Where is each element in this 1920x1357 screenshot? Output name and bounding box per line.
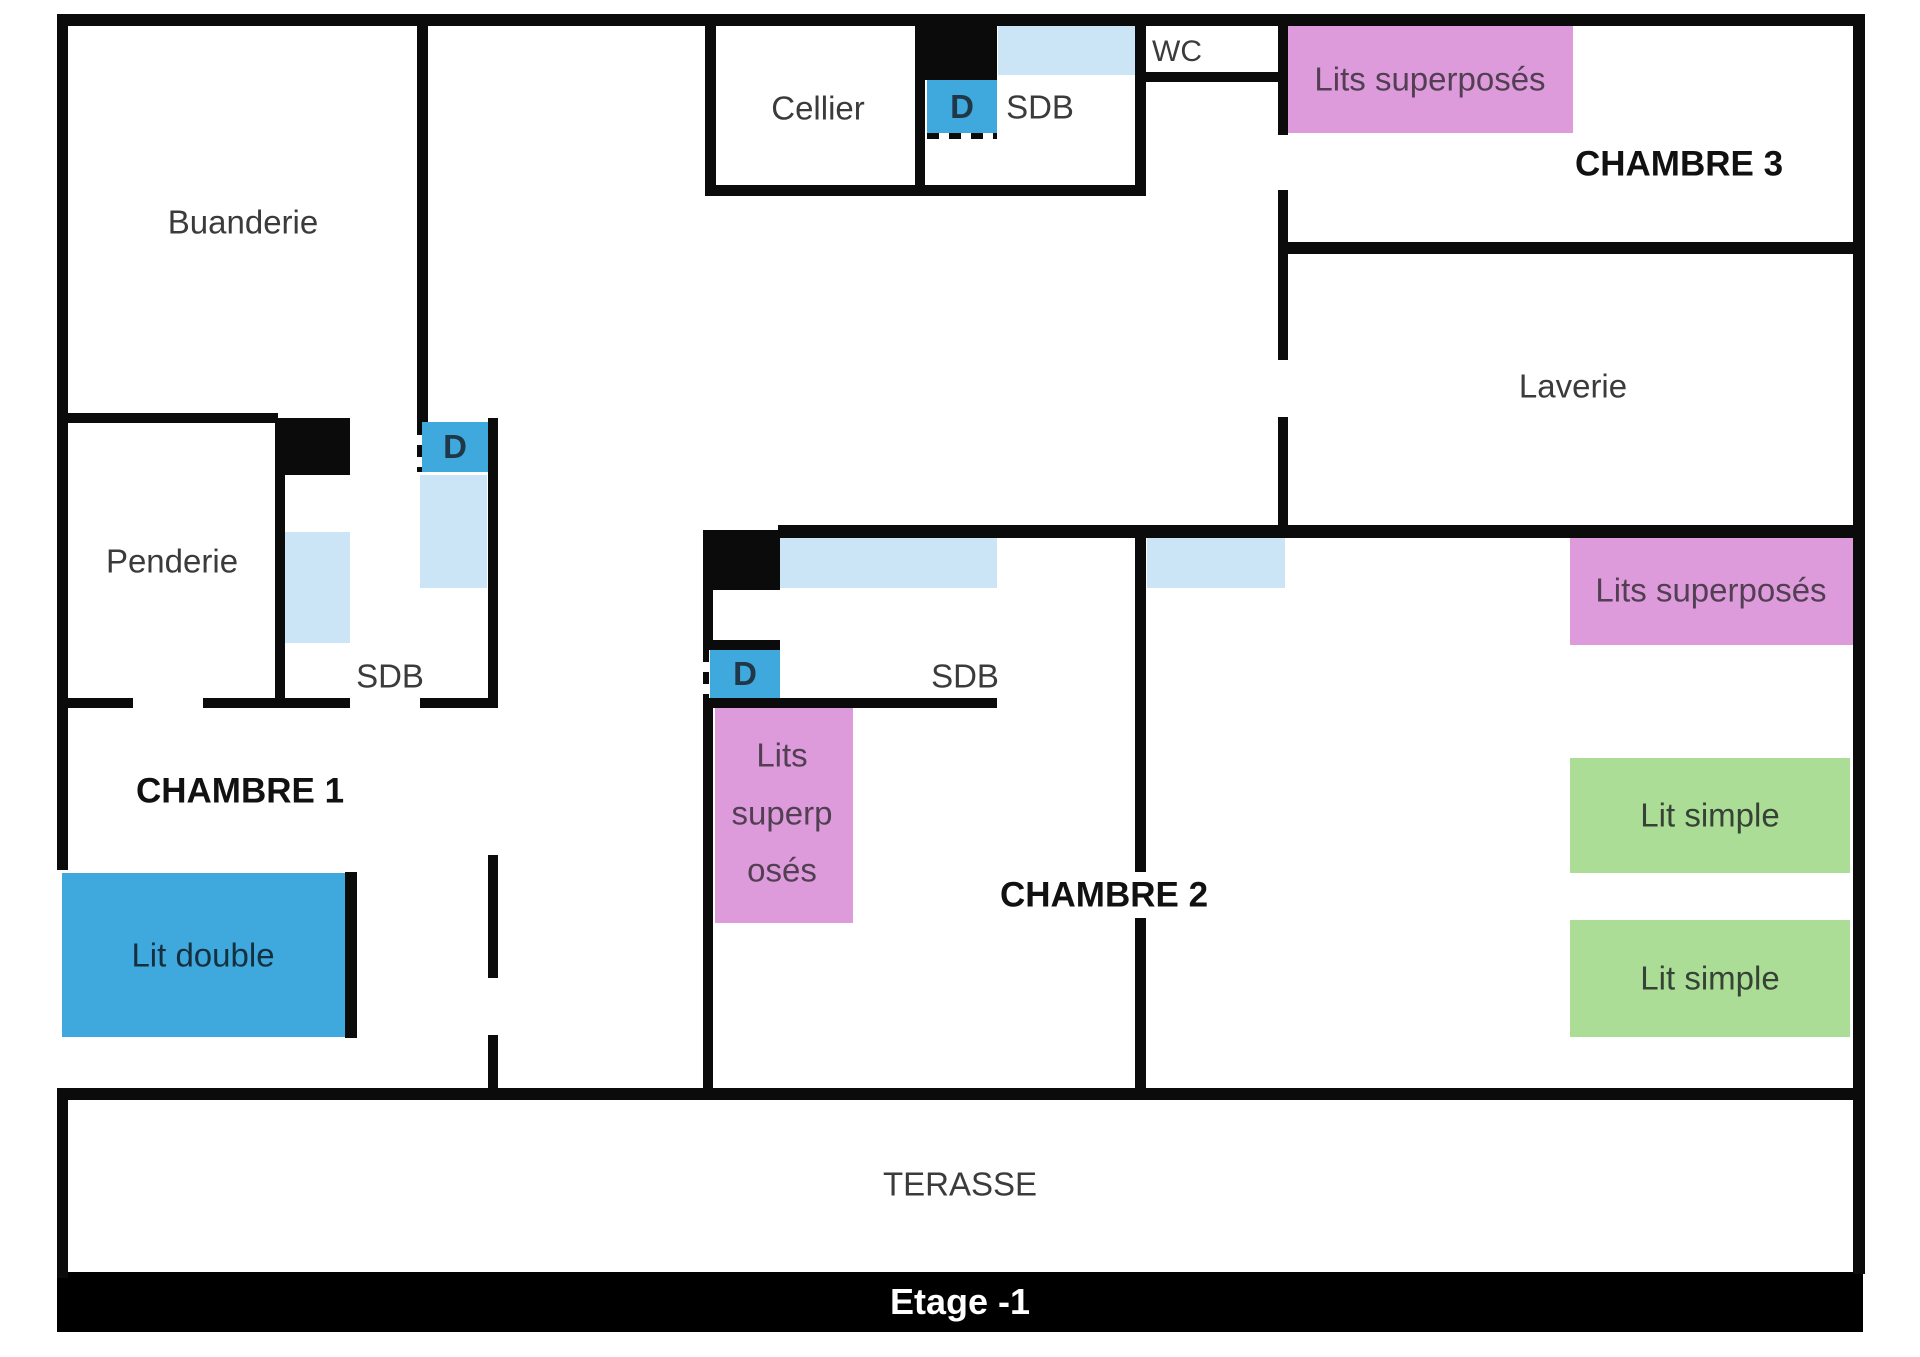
lit-double-label: Lit double (131, 936, 275, 974)
door-sdb-cellier: D (927, 80, 997, 133)
window-sdb1-droite (420, 475, 487, 588)
sdb1-right-wall (488, 418, 498, 708)
lit-simple-1 (1570, 758, 1850, 873)
room-label-laverie: Laverie (1518, 367, 1628, 405)
hall-right-wall-a (1278, 23, 1288, 135)
hall-right-wall-b (1278, 190, 1288, 360)
window-sdb-haut (998, 23, 1135, 75)
door-sdb-gauche: D (422, 422, 488, 472)
outer-left-upper (57, 14, 68, 870)
block-penderie (275, 418, 350, 475)
room-label-chambre-2: CHAMBRE 2 (999, 875, 1209, 915)
buanderie-bottom-wall (57, 413, 278, 423)
window-chambre2 (1147, 535, 1285, 588)
chambre1-right-wall-a (488, 855, 498, 978)
room-label-chambre-1: CHAMBRE 1 (135, 771, 345, 811)
chambre1-top-wall-b (203, 698, 350, 708)
lit-simple-1-label: Lit simple (1640, 796, 1780, 834)
penderie-right-wall (275, 475, 285, 705)
door-sdb-cellier-dash (927, 133, 997, 139)
lit-double-side-wall (345, 872, 357, 1038)
cellier-right-wall (915, 23, 925, 196)
cellier-bottom-wall (705, 185, 1143, 196)
room-label-penderie: Penderie (105, 542, 239, 580)
room-label-sdb: SDB (931, 657, 999, 695)
terasse-top-wall (57, 1088, 1865, 1100)
chambre1-top-wall-c (420, 698, 498, 708)
room-label-chambre-3: CHAMBRE 3 (1574, 144, 1784, 184)
sdb2-left-wall-a (703, 590, 713, 643)
outer-left-lower (57, 1088, 68, 1278)
wc-left-wall (1135, 23, 1146, 196)
room-label-sdb: SDB (1006, 88, 1074, 126)
lits-superposes-milieu-label: superp (731, 794, 833, 832)
sdb2-left-wall-b (703, 708, 713, 1100)
hall-right-wall-c (1278, 417, 1288, 533)
outer-right (1853, 14, 1865, 1274)
sdb2-stub-wall (703, 640, 780, 650)
floor-title-bar: Etage -1 (57, 1272, 1863, 1332)
door-sdb-gauche-dash (417, 423, 422, 472)
door-sdb-milieu-dash (703, 650, 709, 698)
window-sdb2 (780, 537, 997, 588)
lits-superposes-chambre3 (1288, 26, 1573, 133)
room-label-wc: WC (1152, 35, 1202, 68)
chambre1-right-wall-b (488, 1035, 498, 1100)
room-label-terasse: TERASSE (882, 1165, 1038, 1203)
lit-simple-2-label: Lit simple (1640, 959, 1780, 997)
chambre2-right-wall-a (1135, 533, 1146, 872)
room-label-sdb: SDB (356, 657, 424, 695)
lits-superposes-droite-label: Lits superposés (1595, 571, 1827, 609)
room-label-cellier: Cellier (771, 89, 865, 127)
cellier-left-wall (705, 23, 716, 196)
wc-bottom-wall (1135, 72, 1287, 82)
outer-top (57, 14, 1865, 26)
lits-superposes-milieu (715, 708, 853, 923)
buanderie-right-wall (417, 26, 428, 423)
chambre2-right-wall-b (1135, 918, 1146, 1100)
lits-superposes-milieu-label: osés (747, 851, 817, 889)
lits-superposes-droite (1570, 538, 1853, 645)
lit-double (62, 873, 345, 1037)
floor-title: Etage -1 (889, 1281, 1031, 1322)
lits-superposes-milieu-label: Lits (756, 736, 808, 774)
door-sdb-milieu: D (710, 650, 780, 698)
mid-horizontal-wall (778, 525, 1865, 538)
lit-simple-2 (1570, 920, 1850, 1037)
block-sdb-milieu (703, 530, 780, 590)
chambre1-top-wall-a (57, 698, 133, 708)
room-label-buanderie: Buanderie (167, 203, 319, 241)
lits-superposes-chambre3-label: Lits superposés (1314, 60, 1546, 98)
sdb2-bottom-wall (703, 698, 997, 708)
window-sdb1-gauche (285, 532, 350, 643)
block-sdb-haut (918, 23, 997, 80)
laverie-top-wall (1288, 242, 1865, 254)
